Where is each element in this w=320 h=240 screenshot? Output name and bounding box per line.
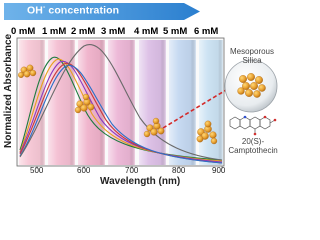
x-axis-label: Wavelength (nm) bbox=[100, 176, 181, 187]
particle-cluster-vial-6 bbox=[196, 120, 218, 145]
x-tick-600: 600 bbox=[77, 166, 91, 175]
particle-cluster-vial-4 bbox=[143, 117, 165, 138]
conc-label-1: 1 mM bbox=[42, 26, 67, 37]
vials bbox=[19, 40, 223, 165]
conc-label-0: 0 mM bbox=[11, 26, 36, 37]
y-axis-label: Normalized Absorbance bbox=[3, 33, 14, 148]
conc-label-4: 4 mM bbox=[134, 26, 159, 37]
curve-0 bbox=[19, 56, 223, 161]
camptothecin-label: 20(S)-Camptothecin bbox=[228, 137, 278, 155]
x-tick-700: 700 bbox=[125, 166, 139, 175]
absorbance-illustration bbox=[16, 37, 278, 169]
curve-4 bbox=[19, 64, 223, 164]
x-tick-500: 500 bbox=[30, 166, 44, 175]
conc-label-6: 6 mM bbox=[194, 26, 219, 37]
conc-label-2: 2 mM bbox=[71, 26, 96, 37]
conc-label-5: 5 mM bbox=[163, 26, 188, 37]
mesoporous-silica-label: Mesoporous Silica bbox=[229, 47, 275, 65]
particle-cluster-vial-2 bbox=[74, 93, 95, 114]
oh-concentration-arrow bbox=[4, 3, 200, 20]
banner-title: OH- concentration bbox=[27, 4, 120, 17]
zoom-dashed-line bbox=[162, 83, 237, 129]
x-tick-800: 800 bbox=[172, 166, 186, 175]
curve-1 bbox=[19, 58, 223, 162]
particle-cluster-vial-0 bbox=[18, 64, 37, 78]
x-tick-900: 900 bbox=[212, 166, 226, 175]
x-tick-marks bbox=[36, 166, 223, 169]
molecule-atoms bbox=[243, 115, 277, 136]
conc-label-3: 3 mM bbox=[101, 26, 126, 37]
absorbance-curves bbox=[19, 44, 223, 164]
camptothecin-molecule bbox=[229, 116, 276, 134]
curve-5 bbox=[19, 44, 223, 161]
silica-sphere-gold-core bbox=[237, 73, 266, 98]
